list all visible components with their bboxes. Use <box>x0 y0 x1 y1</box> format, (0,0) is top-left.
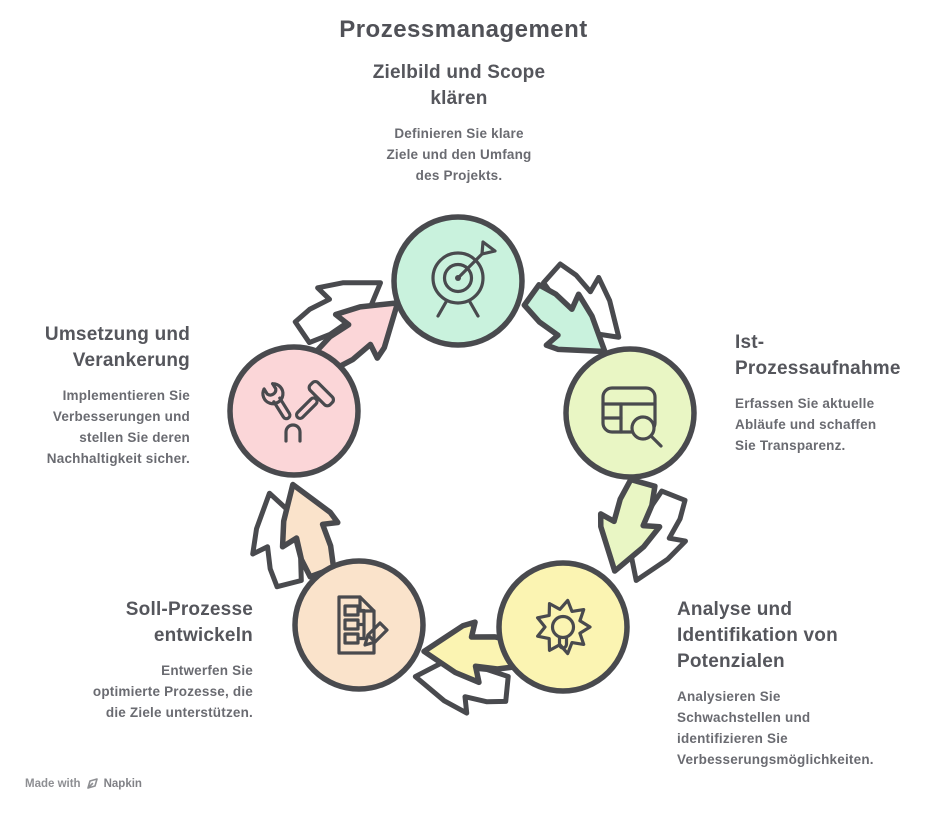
napkin-pen-icon <box>86 778 98 789</box>
table-search-icon <box>601 386 663 448</box>
step-title-zielbild: Zielbild und Scope klären <box>372 62 546 109</box>
step-title-umsetzung: Umsetzung und Verankerung <box>44 324 190 371</box>
step-block-umsetzung: Umsetzung und Verankerung Implementieren… <box>8 322 190 469</box>
step-circle-ist <box>563 346 697 480</box>
step-description-umsetzung: Implementieren Sie Verbesserungen und st… <box>46 388 190 466</box>
step-description-zielbild: Definieren Sie klare Ziele und den Umfan… <box>386 126 532 183</box>
step-title-analyse: Analyse und Identifikation von Potenzial… <box>677 599 838 672</box>
target-icon <box>431 240 497 318</box>
step-block-analyse: Analyse und Identifikation von Potenzial… <box>677 597 927 770</box>
step-block-soll: Soll-Prozesse entwickeln Entwerfen Sie o… <box>3 597 253 723</box>
step-block-zielbild: Zielbild und Scope klären Definieren Sie… <box>289 60 629 186</box>
watermark-brand: Napkin <box>103 777 142 790</box>
step-description-soll: Entwerfen Sie optimierte Prozesse, die d… <box>92 663 253 720</box>
step-title-ist: Ist- Prozessaufnahme <box>735 332 901 379</box>
tools-icon <box>261 379 336 443</box>
step-circle-umsetzung <box>227 344 361 478</box>
page-title: Prozessmanagement <box>339 16 588 43</box>
gear-bulb-icon <box>536 598 592 656</box>
step-circle-analyse <box>496 560 630 694</box>
napkin-watermark[interactable]: Made with Napkin <box>25 777 142 790</box>
document-edit-icon <box>337 595 389 655</box>
step-block-ist: Ist- Prozessaufnahme Erfassen Sie aktuel… <box>735 330 927 456</box>
step-description-ist: Erfassen Sie aktuelle Abläufe und schaff… <box>735 396 877 453</box>
step-title-soll: Soll-Prozesse entwickeln <box>125 599 253 646</box>
watermark-prefix: Made with <box>25 777 81 790</box>
step-description-analyse: Analysieren Sie Schwachstellen und ident… <box>677 689 874 767</box>
